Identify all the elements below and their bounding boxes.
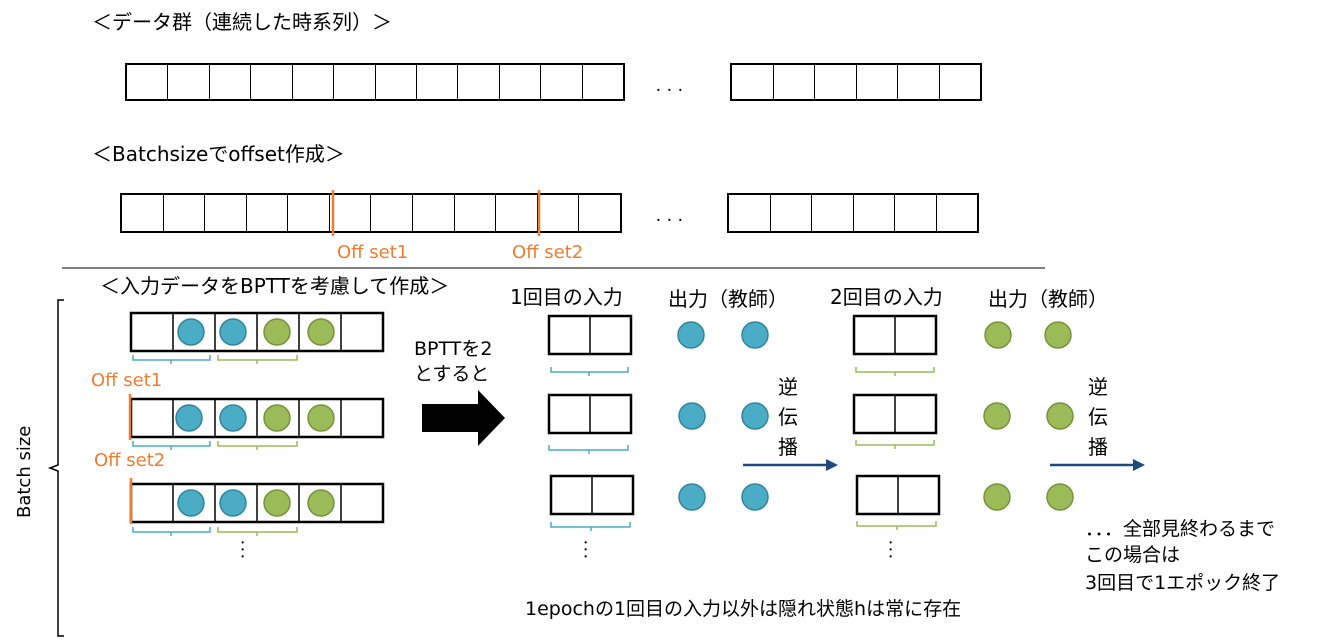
bptt-note-line1: BPTTを2 <box>414 338 493 360</box>
first-input-boxes <box>547 314 635 531</box>
batch-offset2-label: Off set2 <box>94 450 166 471</box>
summary-line3: 3回目で1エポック終了 <box>1085 572 1281 594</box>
backprop2-char-1: 逆 <box>1088 375 1108 399</box>
summary-line2: この場合は <box>1085 544 1181 566</box>
summary-line1: ．．．全部見終わるまで <box>1085 518 1276 540</box>
batch-offset1-label: Off set1 <box>91 370 163 391</box>
bptt-note-line2: とすると <box>414 363 490 385</box>
footnote: 1epochの1回目の入力以外は隠れ状態hは常に存在 <box>525 598 962 620</box>
section1-title: ＜データ群（連続した時系列）＞ <box>92 10 392 34</box>
second-output-label: 出力（教師） <box>988 287 1108 311</box>
backprop2-char-3: 播 <box>1088 435 1108 459</box>
timeseries-array-left <box>125 63 625 101</box>
backprop-arrow-2 <box>1050 459 1145 471</box>
batch-row-3 <box>129 478 385 536</box>
offset-array-left <box>120 193 622 233</box>
second-input-boxes <box>852 314 941 530</box>
second-input-label: 2回目の入力 <box>830 285 943 309</box>
offset2-label: Off set2 <box>512 242 584 263</box>
transform-arrow <box>422 390 505 446</box>
batch-size-bracket <box>47 299 64 637</box>
continuation-dots: ．．． <box>655 209 695 225</box>
second-output-circles <box>983 321 1074 511</box>
offset1-label: Off set1 <box>337 242 409 263</box>
batch-row-2 <box>128 394 385 450</box>
first-input-label: 1回目の入力 <box>510 285 623 309</box>
input1-vertical-dots: ．．． <box>573 540 589 568</box>
backprop2-char-2: 伝 <box>1088 405 1108 429</box>
section3-title: ＜入力データをBPTTを考慮して作成＞ <box>100 274 450 298</box>
backprop-char-1: 逆 <box>778 375 798 399</box>
offset-array-right <box>727 193 979 233</box>
input2-vertical-dots: ．．． <box>878 540 894 568</box>
first-output-label: 出力（教師） <box>668 287 788 311</box>
backprop-char-3: 播 <box>778 435 798 459</box>
first-output-circles <box>677 321 769 511</box>
batch-vertical-dots: ．．． <box>230 540 246 568</box>
backprop-char-2: 伝 <box>778 405 798 429</box>
section2-title: ＜Batchsizeでoffset作成＞ <box>92 142 345 166</box>
backprop-arrow-1 <box>743 459 838 471</box>
batch-row-1 <box>129 311 385 364</box>
timeseries-array-right <box>730 63 982 101</box>
continuation-dots: ．．． <box>655 79 695 95</box>
